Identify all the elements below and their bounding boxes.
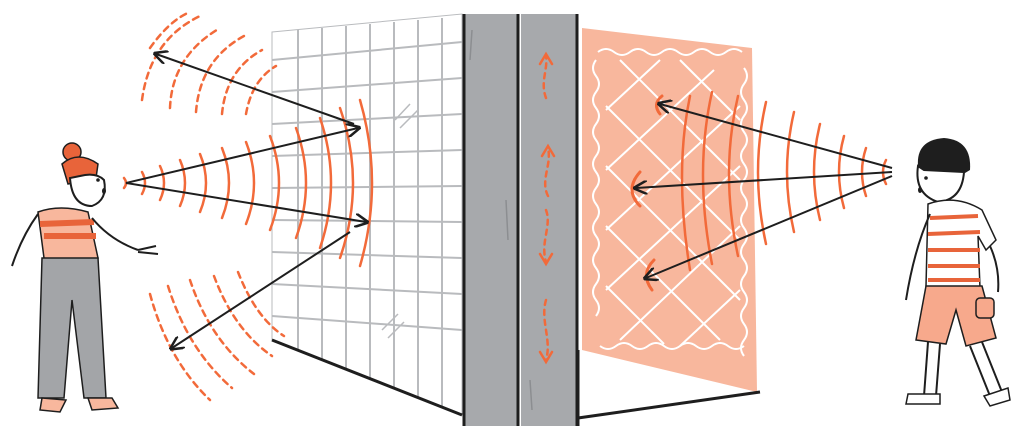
boy-figure [906,138,1010,406]
girl-left-arm [12,214,38,266]
boy-pocket [976,298,994,318]
boy-face [917,166,964,202]
boy-legs [924,342,1002,396]
tiled-wall [272,14,462,415]
sound-waves-reflected-upper [142,12,276,114]
girl-pants [38,258,106,398]
girl-shoes [40,398,118,412]
girl-eye [96,178,100,182]
solid-wall [464,14,577,426]
boy-shirt [926,200,996,290]
boy-eye [924,176,928,180]
girl-right-arm [92,218,158,254]
girl-mouth [102,188,106,194]
boy-right-arm [990,246,998,292]
sound-waves-reflected-lower [150,272,284,400]
girl-figure [12,143,158,412]
boy-shoes [906,388,1010,406]
boy-mouth [918,187,922,193]
